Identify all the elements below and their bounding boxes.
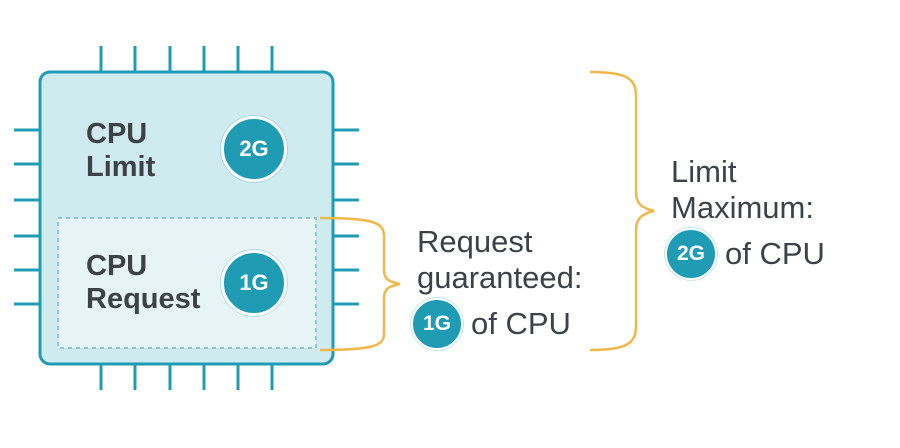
cpu-limit-label-line1: CPU: [86, 118, 148, 150]
request-bracket: [319, 216, 401, 352]
limit-note-line1: Limit: [671, 154, 737, 189]
request-note-badge: 1G: [411, 298, 463, 350]
limit-bracket: [589, 70, 655, 352]
cpu-request-label-line2: Request: [86, 283, 201, 315]
request-note-line3: 1G of CPU: [411, 298, 582, 350]
cpu-request-label-line1: CPU: [86, 250, 148, 282]
request-note-line1: Request: [417, 224, 533, 259]
cpu-request-badge: 1G: [221, 250, 287, 316]
limit-note-line2: Maximum:: [671, 190, 814, 225]
cpu-limit-label: CPU Limit: [86, 118, 155, 184]
cpu-limit-label-line2: Limit: [86, 151, 156, 183]
limit-note-line3: 2G of CPU: [665, 228, 825, 280]
limit-note: Limit Maximum: 2G of CPU: [665, 154, 825, 280]
limit-note-badge: 2G: [665, 228, 717, 280]
request-note-line2: guaranteed:: [417, 260, 583, 295]
cpu-limit-badge: 2G: [221, 116, 287, 182]
limit-note-suffix: of CPU: [725, 236, 825, 271]
request-note: Request guaranteed: 1G of CPU: [411, 224, 583, 350]
request-note-suffix: of CPU: [471, 306, 571, 341]
cpu-request-label: CPU Request: [86, 250, 200, 316]
chip-pins: [14, 46, 359, 390]
